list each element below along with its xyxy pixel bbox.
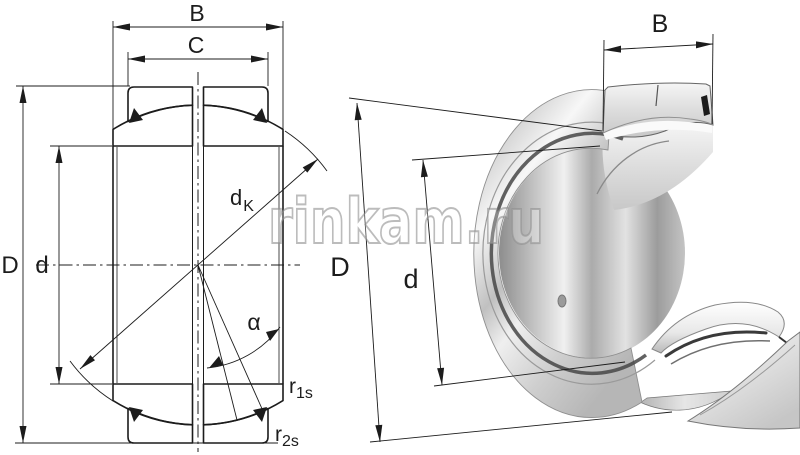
inner-ring-section-top-right <box>202 104 284 147</box>
label-B: B <box>189 0 204 26</box>
sphere-arc-upper-right <box>284 130 328 172</box>
cross-section-view: dK α B C <box>1 0 328 452</box>
label-D: D <box>1 252 18 279</box>
perspective-dimensions: B D d <box>330 10 714 443</box>
arrowhead <box>251 55 268 63</box>
ext-line <box>711 33 714 125</box>
arrowhead <box>128 55 145 63</box>
arrowhead <box>604 45 621 53</box>
sphere-seal-arc-light <box>670 339 771 365</box>
label-D: D <box>330 252 350 282</box>
arrowhead <box>80 355 95 369</box>
dimension-D-section: D <box>1 85 278 444</box>
dimension-C-section: C <box>127 32 269 86</box>
top-cut-sphere-edge <box>602 116 714 134</box>
outer-ring-split-line <box>655 84 659 107</box>
seal-bottom-left <box>129 407 143 422</box>
seal-groove-arc <box>489 131 648 376</box>
seal-mark-top-cut <box>701 95 710 116</box>
arrowhead <box>375 424 383 442</box>
lubrication-hole <box>557 294 567 308</box>
arrowhead <box>266 23 283 31</box>
arrowhead <box>55 367 63 384</box>
label-alpha: α <box>247 309 260 335</box>
label-C: C <box>188 32 205 58</box>
front-face-ring <box>473 89 643 419</box>
bore-surface-under-cut <box>602 123 713 210</box>
sphere-seal-arc-dark <box>664 330 768 358</box>
ext-line <box>369 411 673 443</box>
dim-line <box>422 159 443 386</box>
dimension-d-section: d <box>35 145 112 385</box>
label-r1s: r1s <box>289 375 313 402</box>
arrowhead <box>696 41 713 49</box>
ring-edge-arc <box>482 121 656 385</box>
dimension-B-perspective: B <box>602 10 714 132</box>
seal-top-right <box>253 108 267 123</box>
bore-back-rim <box>596 140 670 195</box>
tilt-line-2 <box>197 264 264 412</box>
arrowhead <box>19 86 27 103</box>
dim-line <box>356 102 381 443</box>
dim-line <box>603 43 714 51</box>
seal-bottom-right <box>253 407 267 422</box>
sphere-arc-lower-left <box>69 360 114 402</box>
bottom-cut-inner-line <box>699 344 796 416</box>
seal-top-left <box>129 108 143 123</box>
label-r2s: r2s <box>275 423 299 450</box>
sphere-segment <box>651 301 785 354</box>
arrowhead <box>113 23 130 31</box>
dimension-B-section: B <box>112 0 284 129</box>
arrowhead <box>209 356 223 368</box>
dimension-D-perspective: D <box>330 97 673 443</box>
tilt-line-1 <box>197 264 238 421</box>
inner-ring-section-bottom-right <box>202 383 284 426</box>
label-d: d <box>35 252 48 279</box>
label-B: B <box>652 10 669 38</box>
arrowhead <box>266 329 279 341</box>
inner-ring-section-top-left <box>112 104 194 147</box>
perspective-view <box>473 82 800 430</box>
arrowhead <box>420 160 428 178</box>
ext-line <box>348 97 603 132</box>
ext-line <box>602 39 605 132</box>
bottom-cut-face <box>686 331 800 430</box>
arrowhead <box>437 367 445 385</box>
ext-line <box>433 361 626 387</box>
sphere-edge-tick <box>778 336 788 344</box>
watermark-text: rinkam.ru <box>268 185 544 258</box>
arrowhead <box>19 426 27 443</box>
arrowhead <box>302 159 318 173</box>
ext-line <box>411 145 601 161</box>
dimension-d-perspective: d <box>403 145 626 387</box>
arrowhead <box>354 103 362 121</box>
inner-ring-section-bottom-left <box>112 383 194 426</box>
top-cut-sphere-highlight <box>603 120 712 140</box>
label-d: d <box>403 264 418 294</box>
label-dK: dK <box>230 185 254 215</box>
arrowhead <box>55 146 63 163</box>
sphere-diameter-line <box>79 158 319 370</box>
